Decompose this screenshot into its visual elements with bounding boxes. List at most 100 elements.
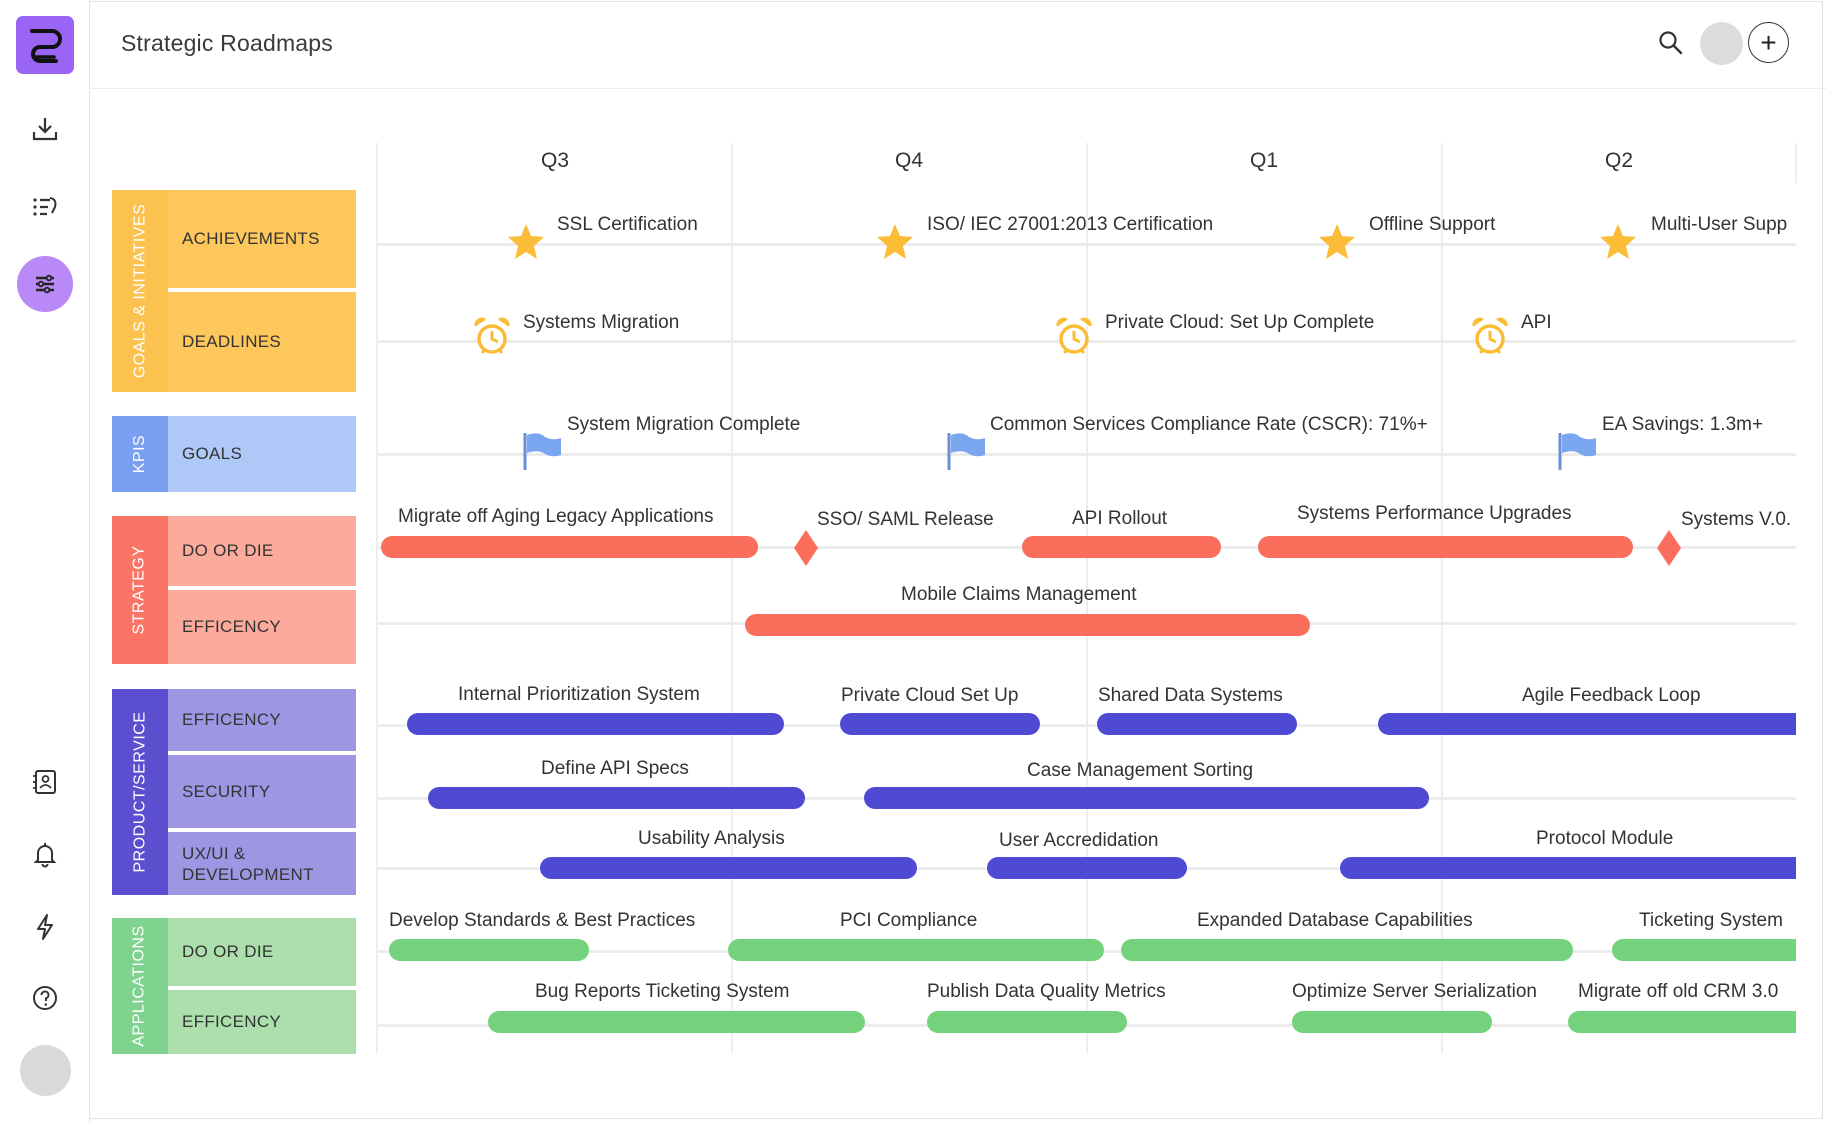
initiative-bar[interactable]: [488, 1011, 865, 1033]
lightning-icon[interactable]: [20, 902, 70, 952]
star-icon[interactable]: [506, 222, 546, 262]
milestone-label[interactable]: SSL Certification: [557, 214, 698, 235]
initiative-bar[interactable]: [1292, 1011, 1492, 1033]
initiative-label[interactable]: Ticketing System: [1639, 910, 1783, 931]
milestone-label[interactable]: Multi-User Supp: [1651, 214, 1788, 235]
lane-label-deadlines[interactable]: DEADLINES: [168, 292, 356, 392]
flag-icon[interactable]: [945, 431, 987, 471]
star-icon[interactable]: [875, 222, 915, 262]
lane-label-goals[interactable]: GOALS: [168, 416, 356, 492]
initiative-label[interactable]: Optimize Server Serialization: [1292, 981, 1537, 1002]
initiative-label[interactable]: Private Cloud Set Up: [841, 685, 1019, 706]
logo-icon[interactable]: [16, 16, 74, 74]
group-goals-initiatives[interactable]: GOALS & INITIATIVES: [112, 190, 168, 392]
initiative-label[interactable]: API Rollout: [1072, 508, 1168, 529]
initiative-label[interactable]: Bug Reports Ticketing System: [535, 981, 790, 1002]
group-strategy[interactable]: STRATEGY: [112, 516, 168, 664]
initiative-bar[interactable]: [1258, 536, 1633, 558]
initiative-label[interactable]: Systems V.0.: [1681, 509, 1792, 530]
initiative-bar[interactable]: [428, 787, 805, 809]
star-icon[interactable]: [1598, 222, 1638, 262]
flag-icon[interactable]: [1556, 431, 1598, 471]
lane-label-achievements[interactable]: ACHIEVEMENTS: [168, 190, 356, 290]
initiative-label[interactable]: Migrate off Aging Legacy Applications: [398, 506, 714, 527]
initiative-label[interactable]: Publish Data Quality Metrics: [927, 981, 1166, 1002]
initiative-label[interactable]: Protocol Module: [1536, 828, 1674, 849]
initiative-bar[interactable]: [987, 857, 1187, 879]
initiative-bar[interactable]: [389, 939, 589, 961]
initiative-label[interactable]: Define API Specs: [541, 758, 689, 779]
initiative-label[interactable]: Systems Performance Upgrades: [1297, 503, 1572, 524]
help-icon[interactable]: [20, 973, 70, 1023]
initiative-bar[interactable]: [1097, 713, 1297, 735]
lane-label-ux-ui-development[interactable]: UX/UI & DEVELOPMENT: [168, 832, 356, 895]
deadline-label[interactable]: Systems Migration: [523, 312, 680, 333]
roadmap-icon[interactable]: [17, 256, 73, 312]
lane-label-do-or-die[interactable]: DO OR DIE: [168, 516, 356, 588]
initiative-label[interactable]: SSO/ SAML Release: [817, 509, 994, 530]
initiative-bar[interactable]: [381, 536, 758, 558]
initiative-bar[interactable]: [1378, 713, 1796, 735]
initiative-bar[interactable]: [840, 713, 1040, 735]
lane-label-do-or-die[interactable]: DO OR DIE: [168, 918, 356, 988]
kpi-goal-label[interactable]: Common Services Compliance Rate (CSCR): …: [990, 414, 1428, 435]
initiative-label[interactable]: Mobile Claims Management: [901, 584, 1137, 605]
initiative-bar[interactable]: [1568, 1011, 1796, 1033]
initiative-bar[interactable]: [864, 787, 1429, 809]
initiative-label[interactable]: Shared Data Systems: [1098, 685, 1283, 706]
lane-label-security[interactable]: SECURITY: [168, 755, 356, 830]
bell-icon[interactable]: [20, 829, 70, 879]
initiative-bar[interactable]: [927, 1011, 1127, 1033]
deadline-label[interactable]: API: [1521, 312, 1552, 333]
initiative-bar[interactable]: [1612, 939, 1796, 961]
initiative-bar[interactable]: [1022, 536, 1221, 558]
initiative-bar[interactable]: [407, 713, 784, 735]
initiative-bar[interactable]: [1121, 939, 1573, 961]
initiative-label[interactable]: Usability Analysis: [638, 828, 785, 849]
user-avatar[interactable]: [20, 1045, 71, 1096]
initiative-label[interactable]: Expanded Database Capabilities: [1197, 910, 1473, 931]
kpi-goal-label[interactable]: System Migration Complete: [567, 414, 801, 435]
alarm-clock-icon[interactable]: [473, 317, 511, 357]
initiative-label[interactable]: Agile Feedback Loop: [1522, 685, 1701, 706]
left-nav-rail: [0, 0, 90, 1122]
initiative-bar[interactable]: [540, 857, 917, 879]
contacts-icon[interactable]: [20, 757, 70, 807]
lane-label-efficency[interactable]: EFFICENCY: [168, 590, 356, 664]
column-divider: [731, 143, 733, 1053]
initiative-bar[interactable]: [745, 614, 1310, 636]
initiative-label[interactable]: Internal Prioritization System: [458, 684, 700, 705]
star-icon[interactable]: [1317, 222, 1357, 262]
column-divider: [376, 143, 378, 1053]
release-diamond-icon[interactable]: [794, 530, 818, 566]
kpi-goal-label[interactable]: EA Savings: 1.3m+: [1602, 414, 1764, 435]
search-icon[interactable]: [1656, 28, 1686, 58]
group-applications[interactable]: APPLICATIONS: [112, 918, 168, 1054]
header-avatar[interactable]: [1700, 22, 1743, 65]
quarter-label-q1: Q1: [1249, 149, 1278, 172]
flag-icon[interactable]: [521, 431, 563, 471]
lane-label-efficency[interactable]: EFFICENCY: [168, 990, 356, 1054]
initiative-label[interactable]: Migrate off old CRM 3.0: [1578, 981, 1779, 1002]
group-label: PRODUCT/SERVICE: [131, 711, 149, 873]
initiative-label[interactable]: Develop Standards & Best Practices: [389, 910, 696, 931]
alarm-clock-icon[interactable]: [1471, 317, 1509, 357]
milestone-label[interactable]: Offline Support: [1369, 214, 1496, 235]
initiative-bar[interactable]: [728, 939, 1104, 961]
add-button[interactable]: +: [1748, 22, 1789, 63]
group-kpis[interactable]: KPIS: [112, 416, 168, 492]
download-icon[interactable]: [20, 104, 70, 154]
group-label: KPIS: [131, 434, 148, 474]
initiative-bar[interactable]: [1340, 857, 1796, 879]
deadline-label[interactable]: Private Cloud: Set Up Complete: [1105, 312, 1375, 333]
release-diamond-icon[interactable]: [1657, 530, 1681, 566]
alarm-clock-icon[interactable]: [1055, 317, 1093, 357]
lane-label-efficency[interactable]: EFFICENCY: [168, 689, 356, 753]
milestone-label[interactable]: ISO/ IEC 27001:2013 Certification: [927, 214, 1214, 235]
initiative-label[interactable]: Case Management Sorting: [1027, 760, 1254, 781]
top-header: Strategic Roadmaps +: [90, 0, 1826, 89]
list-icon[interactable]: [20, 182, 70, 232]
initiative-label[interactable]: PCI Compliance: [840, 910, 978, 931]
initiative-label[interactable]: User Accredidation: [999, 830, 1159, 851]
group-product-service[interactable]: PRODUCT/SERVICE: [112, 689, 168, 895]
